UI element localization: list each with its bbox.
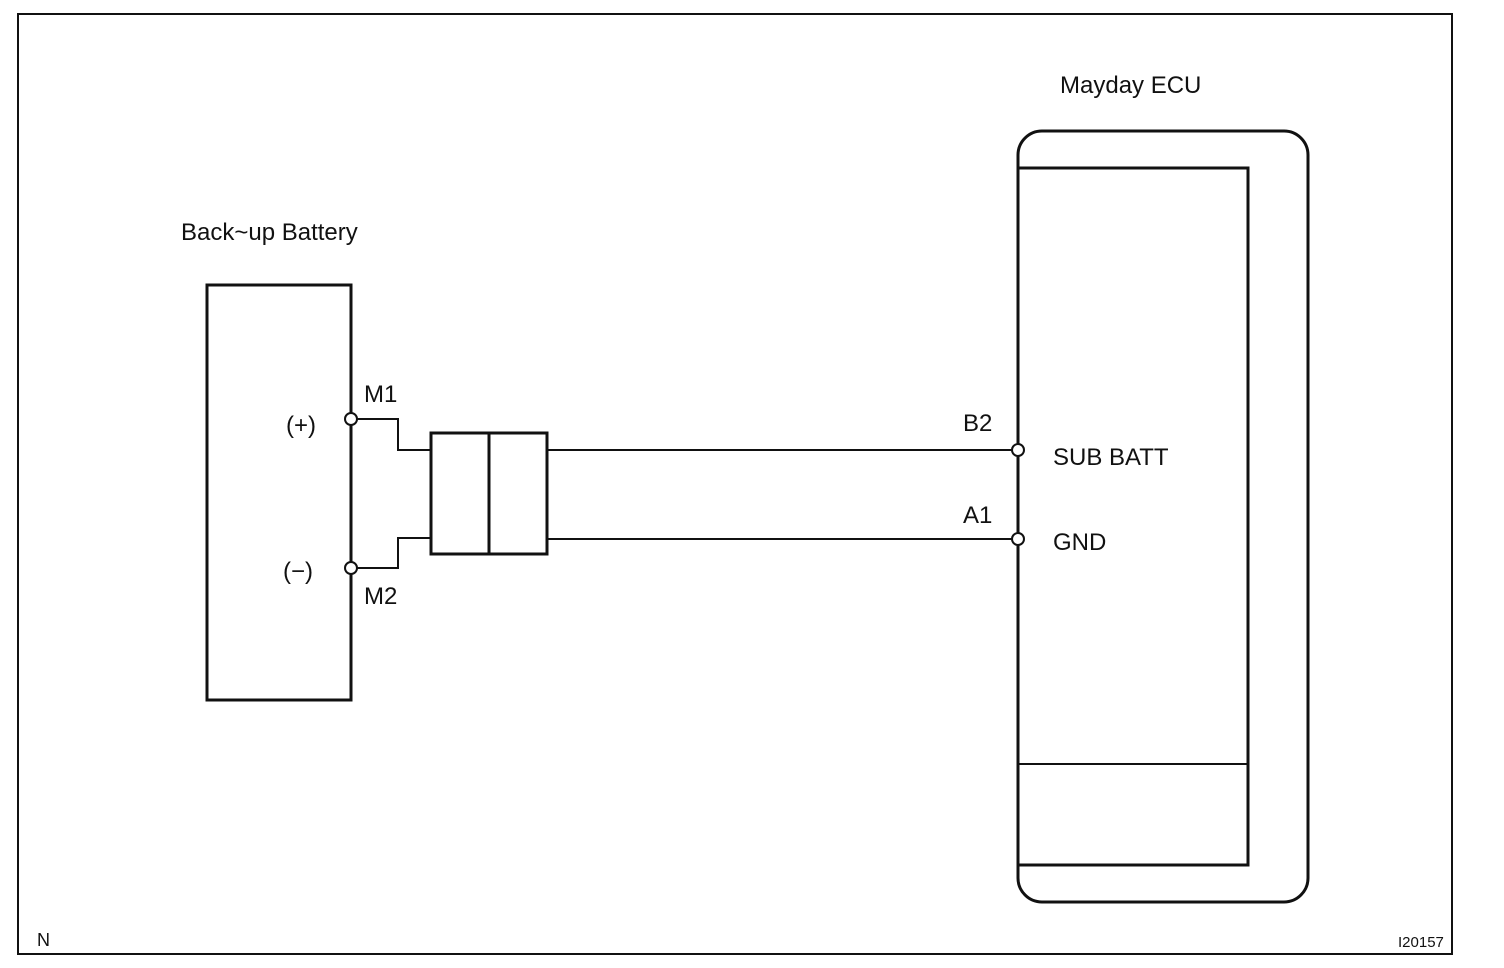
terminal-b2 bbox=[1011, 443, 1025, 457]
terminal-m2 bbox=[344, 561, 358, 575]
terminal-m1 bbox=[344, 412, 358, 426]
pin-m1-label: M1 bbox=[364, 381, 397, 408]
pin-m2-label: M2 bbox=[364, 583, 397, 610]
battery-positive-label: (+) bbox=[286, 412, 316, 439]
wire-m1-to-connector bbox=[351, 418, 432, 451]
ecu-inner-box bbox=[1016, 166, 1250, 867]
pin-a1-label: A1 bbox=[963, 502, 992, 529]
corner-mark: N bbox=[37, 930, 50, 950]
diagram-frame bbox=[17, 13, 1453, 955]
terminal-a1 bbox=[1011, 532, 1025, 546]
pin-b2-label: B2 bbox=[963, 410, 992, 437]
figure-id: I20157 bbox=[1398, 934, 1444, 951]
ecu-title: Mayday ECU bbox=[1060, 72, 1201, 99]
battery-negative-label: (−) bbox=[283, 558, 313, 585]
wire-m2-to-connector bbox=[351, 537, 432, 569]
inline-connector-left bbox=[429, 431, 491, 556]
ecu-outer-box bbox=[1016, 129, 1310, 904]
battery-box bbox=[205, 283, 353, 702]
sub-batt-label: SUB BATT bbox=[1053, 444, 1169, 471]
inline-connector-right bbox=[487, 431, 549, 556]
battery-title: Back~up Battery bbox=[181, 219, 358, 246]
gnd-label: GND bbox=[1053, 529, 1106, 556]
